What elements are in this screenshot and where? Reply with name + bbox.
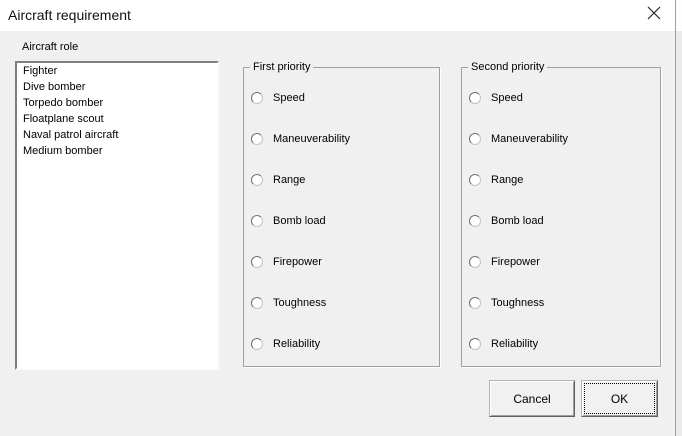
radio-option-label: Toughness [491,296,545,309]
radio-option-label: Reliability [491,337,539,350]
close-icon [647,6,661,25]
radio-button-icon [469,173,481,186]
window-title: Aircraft requirement [8,7,131,23]
radio-option-label: Speed [273,91,305,104]
close-button[interactable] [635,0,673,31]
radio-option-label: Firepower [491,255,540,268]
radio-option[interactable]: Speed [462,77,660,118]
first-priority-options: Speed Maneuverability Range [244,68,439,364]
radio-option[interactable]: Reliability [244,323,439,364]
list-item[interactable]: Floatplane scout [23,113,104,125]
radio-option-label: Bomb load [273,214,326,227]
ok-button[interactable]: OK [581,380,658,417]
dialog-body: Aircraft role Fighter Dive bomber Torped… [0,31,675,436]
radio-button-icon [251,255,263,268]
radio-button-icon [469,132,481,145]
radio-button-icon [251,214,263,227]
radio-button-icon [469,337,481,350]
radio-option-label: Maneuverability [273,132,351,145]
second-priority-group: Second priority Speed Maneuverability [461,61,661,367]
radio-option[interactable]: Maneuverability [244,118,439,159]
aircraft-role-listbox[interactable]: Fighter Dive bomber Torpedo bomber Float… [15,61,219,370]
radio-option[interactable]: Speed [244,77,439,118]
list-item[interactable]: Torpedo bomber [23,97,104,109]
list-item[interactable]: Dive bomber [23,81,86,93]
radio-option[interactable]: Toughness [462,282,660,323]
radio-option-label: Reliability [273,337,321,350]
background-strip-top [676,0,682,31]
radio-option[interactable]: Bomb load [462,200,660,241]
radio-button-icon [469,91,481,104]
radio-button-icon [469,214,481,227]
radio-option-label: Range [273,173,306,186]
radio-option-label: Bomb load [491,214,544,227]
background-strip-right [676,31,682,436]
aircraft-role-label: Aircraft role [22,41,79,53]
radio-option-label: Maneuverability [491,132,569,145]
radio-option[interactable]: Range [244,159,439,200]
radio-button-icon [469,296,481,309]
second-priority-options: Speed Maneuverability Range [462,68,660,364]
first-priority-label: First priority [250,61,314,74]
radio-option[interactable]: Reliability [462,323,660,364]
radio-button-icon [251,296,263,309]
radio-option[interactable]: Range [462,159,660,200]
radio-button-icon [469,255,481,268]
radio-option[interactable]: Firepower [462,241,660,282]
second-priority-label: Second priority [468,61,548,74]
radio-option-label: Speed [491,91,523,104]
radio-option-label: Firepower [273,255,322,268]
radio-button-icon [251,337,263,350]
radio-option-label: Toughness [273,296,327,309]
radio-option[interactable]: Bomb load [244,200,439,241]
radio-option[interactable]: Toughness [244,282,439,323]
list-item[interactable]: Naval patrol aircraft [23,129,119,141]
radio-option-label: Range [491,173,524,186]
first-priority-group: First priority Speed Maneuverability [243,61,440,367]
radio-button-icon [251,91,263,104]
radio-option[interactable]: Firepower [244,241,439,282]
radio-button-icon [251,132,263,145]
list-item[interactable]: Medium bomber [23,145,103,157]
radio-button-icon [251,173,263,186]
cancel-button[interactable]: Cancel [489,380,575,417]
radio-option[interactable]: Maneuverability [462,118,660,159]
title-bar: Aircraft requirement [0,0,675,31]
list-item[interactable]: Fighter [23,65,58,77]
